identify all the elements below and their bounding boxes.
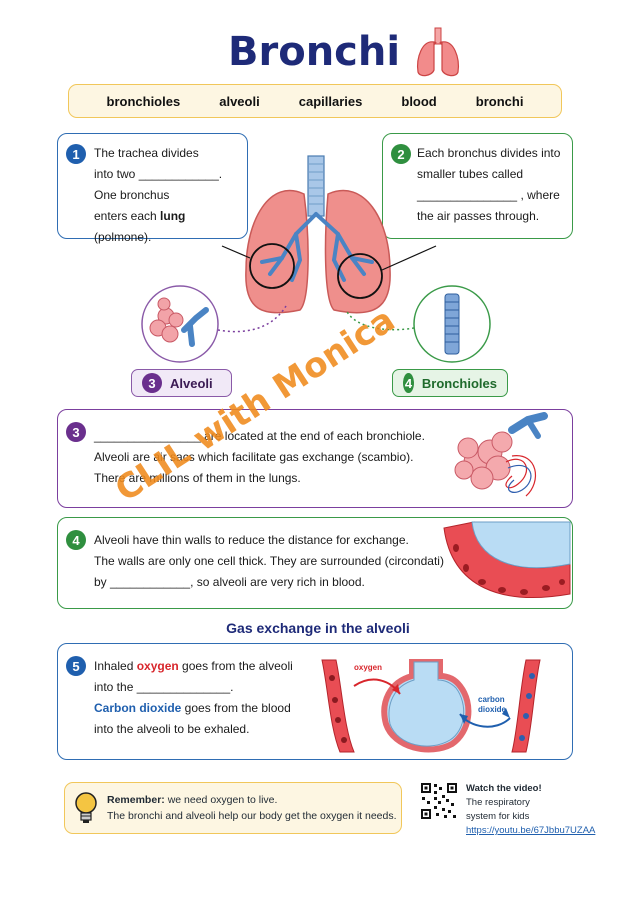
word-bank-item: capillaries (298, 93, 363, 109)
video-info: Watch the video! The respiratory system … (466, 782, 595, 838)
alveolus-wall-illustration (443, 521, 571, 598)
box-3-line: ________________ are located at the end … (94, 429, 425, 443)
number-badge-2: 2 (391, 144, 411, 164)
box-4-line: by ____________, so alveoli are very ric… (94, 575, 365, 589)
alveoli-cluster-illustration (454, 412, 548, 497)
qr-code-icon[interactable] (420, 782, 458, 820)
number-badge-3: 3 (66, 422, 86, 442)
page-title: Bronchi (228, 29, 401, 75)
label-alveoli-text: Alveoli (170, 375, 213, 391)
remember-box: Remember: we need oxygen to live. The br… (64, 782, 402, 834)
diagram-label-carbon: carbon (478, 695, 505, 704)
box-1-line-4: enters each lung (polmone). (94, 209, 186, 244)
box-3-alveoli: 3 ________________ are located at the en… (57, 409, 573, 508)
box-2-line: _______________ , where (417, 188, 560, 202)
diagram-label-oxygen: oxygen (354, 663, 382, 672)
label-alveoli: 3 Alveoli (131, 369, 232, 397)
box-5-line-2: into the ______________. (94, 680, 234, 694)
number-badge-4: 4 (66, 530, 86, 550)
video-heading: Watch the video! (466, 783, 542, 794)
word-bank-item: blood (401, 93, 437, 109)
lightbulb-icon (75, 792, 97, 823)
box-2-bronchioles: 2 Each bronchus divides into smaller tub… (382, 133, 573, 239)
box-2-line: the air passes through. (417, 209, 540, 223)
box-1-line: The trachea divides (94, 146, 199, 160)
label-bronchioles: 4 Bronchioles (392, 369, 508, 397)
box-4-line: The walls are only one cell thick. They … (94, 554, 444, 568)
section-heading-gas-exchange: Gas exchange in the alveoli (226, 620, 410, 636)
video-line-1: The respiratory (466, 797, 530, 808)
box-5-gas-exchange: 5 Inhaled oxygen goes from the alveoli i… (57, 643, 573, 760)
number-badge-label-4: 4 (403, 373, 414, 393)
box-4-line: Alveoli have thin walls to reduce the di… (94, 533, 409, 547)
box-1-line: One bronchus (94, 188, 170, 202)
number-badge-label-3: 3 (142, 373, 162, 393)
box-3-line: Alveoli are air sacs which facilitate ga… (94, 450, 414, 464)
title-row: Bronchi (228, 24, 462, 80)
box-3-line: There are millions of them in the lungs. (94, 471, 301, 485)
box-5-line-1: Inhaled oxygen goes from the alveoli (94, 659, 293, 673)
word-bank: bronchioles alveoli capillaries blood br… (68, 84, 562, 118)
box-2-line: smaller tubes called (417, 167, 524, 181)
remember-line-1: Remember: we need oxygen to live. (107, 794, 278, 806)
video-link[interactable]: https://youtu.be/67Jbbu7UZAA (466, 825, 596, 836)
lungs-icon (417, 27, 460, 77)
box-4-thin-walls: 4 Alveoli have thin walls to reduce the … (57, 517, 573, 609)
diagram-label-dioxide: dioxide (478, 705, 507, 714)
box-5-line-4: into the alveoli to be exhaled. (94, 722, 250, 736)
label-bronchioles-text: Bronchioles (421, 375, 497, 391)
box-5-line-3: Carbon dioxide goes from the blood (94, 701, 291, 715)
word-bank-item: bronchioles (106, 93, 181, 109)
lungs-illustration (141, 155, 491, 363)
word-bank-item: bronchi (475, 93, 524, 109)
box-1-trachea: 1 The trachea divides into two _________… (57, 133, 248, 244)
box-2-line: Each bronchus divides into (417, 146, 561, 160)
number-badge-5: 5 (66, 656, 86, 676)
remember-line-2: The bronchi and alveoli help our body ge… (107, 810, 397, 822)
box-1-line: into two ____________. (94, 167, 223, 181)
number-badge-1: 1 (66, 144, 86, 164)
video-line-2: system for kids (466, 811, 530, 822)
gas-exchange-diagram: oxygen carbon dioxide (321, 659, 541, 753)
word-bank-item: alveoli (219, 93, 260, 109)
